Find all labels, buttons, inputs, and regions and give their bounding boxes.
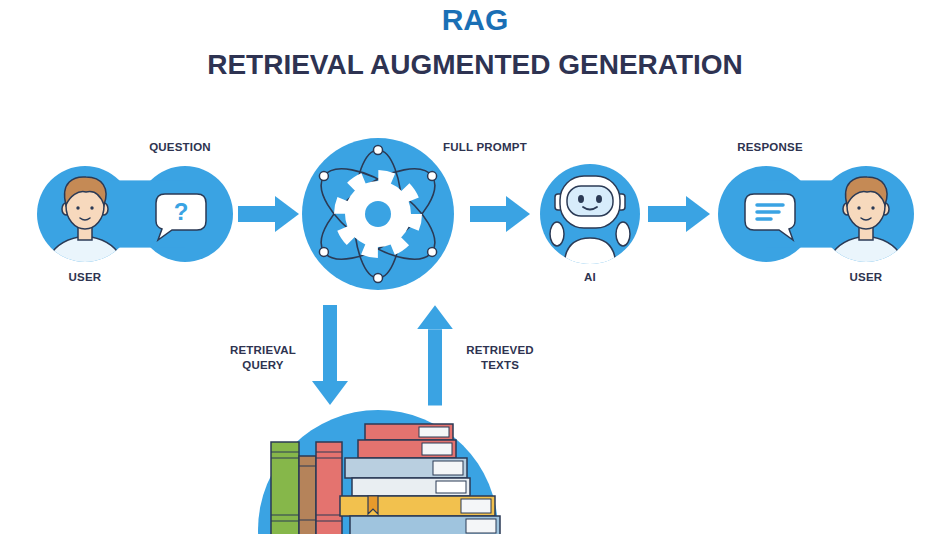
stacked-book — [345, 458, 467, 478]
question-mark: ? — [174, 198, 189, 226]
orbit-line — [307, 152, 450, 277]
robot-ear — [617, 194, 625, 210]
robot-body — [564, 238, 616, 268]
user-face — [826, 177, 906, 270]
edge-label: FULL PROMPT — [443, 141, 527, 153]
orbit-dot — [374, 146, 383, 155]
flow-arrow — [323, 305, 337, 381]
circle-fill — [540, 164, 640, 264]
user-face — [45, 177, 125, 270]
pill-outline — [718, 166, 914, 262]
book-pages — [436, 481, 466, 493]
circle-outline — [258, 410, 498, 534]
circle-outline — [302, 138, 454, 290]
stacked-book — [350, 516, 500, 534]
book-pages — [419, 427, 449, 437]
node-label: USER — [850, 271, 883, 283]
stacked-book — [352, 478, 470, 496]
orbit-dot — [428, 172, 437, 181]
response-text-lines — [757, 205, 783, 219]
pill-outline — [37, 166, 233, 262]
book-pages — [433, 461, 463, 475]
edge-label: RESPONSE — [737, 141, 803, 153]
book-bands — [271, 452, 299, 521]
robot-eye — [578, 195, 584, 203]
flow-arrow — [428, 329, 442, 405]
orbit-dot — [319, 247, 328, 256]
node-label: USER — [69, 271, 102, 283]
gear-icon — [307, 146, 450, 283]
node-label: AI — [584, 271, 596, 283]
orbit-line — [354, 150, 402, 278]
user-pill: USER — [718, 166, 914, 262]
orbit-dot — [319, 172, 328, 181]
diagram-subtitle: RETRIEVAL AUGMENTED GENERATION — [207, 49, 743, 81]
circle-fill — [302, 138, 454, 290]
book-bands — [299, 466, 316, 520]
robot-smile — [583, 207, 597, 210]
pill-waist — [85, 180, 185, 247]
orbit-line — [307, 152, 450, 277]
stacked-book — [365, 424, 453, 440]
bookmark — [368, 496, 378, 514]
upright-book — [299, 456, 316, 534]
books-icon — [271, 424, 500, 534]
edge-label: QUESTION — [149, 141, 211, 153]
edge-label: RETRIEVED TEXTS — [460, 343, 540, 373]
flow-arrow — [238, 206, 275, 222]
stacked-book — [340, 496, 495, 516]
question-bubble — [156, 194, 206, 240]
robot-visor — [567, 186, 613, 216]
upright-book — [316, 442, 342, 534]
robot-head — [560, 176, 620, 228]
flow-arrow — [648, 206, 686, 222]
gear-teeth — [340, 176, 416, 252]
flow-arrow — [470, 206, 506, 222]
orbit-dot — [428, 247, 437, 256]
user-pill: USER — [37, 166, 233, 262]
robot-arm — [616, 222, 630, 246]
book-pages — [461, 499, 491, 513]
circle-fill — [258, 410, 498, 534]
diagram-title: RAG — [442, 3, 509, 37]
upright-book — [271, 442, 299, 534]
gear-body — [345, 181, 411, 247]
edge-label: RETRIEVAL QUERY — [223, 343, 303, 373]
book-pages — [466, 519, 496, 533]
robot-ear — [555, 194, 563, 210]
robot-arm — [550, 222, 564, 246]
circle-outline — [540, 164, 640, 264]
gear-hole — [365, 201, 391, 227]
processor-circle — [302, 138, 454, 290]
robot-eye — [596, 195, 602, 203]
response-bubble — [745, 194, 795, 240]
user-face-icon — [826, 177, 906, 270]
book-bands — [316, 452, 342, 521]
knowledge-base-circle — [258, 410, 498, 534]
stacked-book — [358, 440, 456, 458]
robot-icon — [550, 176, 630, 268]
orbit-dot — [374, 274, 383, 283]
user-face-icon — [45, 177, 125, 270]
pill-waist — [766, 180, 866, 247]
ai-circle: AI — [540, 164, 640, 264]
book-pages — [422, 443, 452, 455]
